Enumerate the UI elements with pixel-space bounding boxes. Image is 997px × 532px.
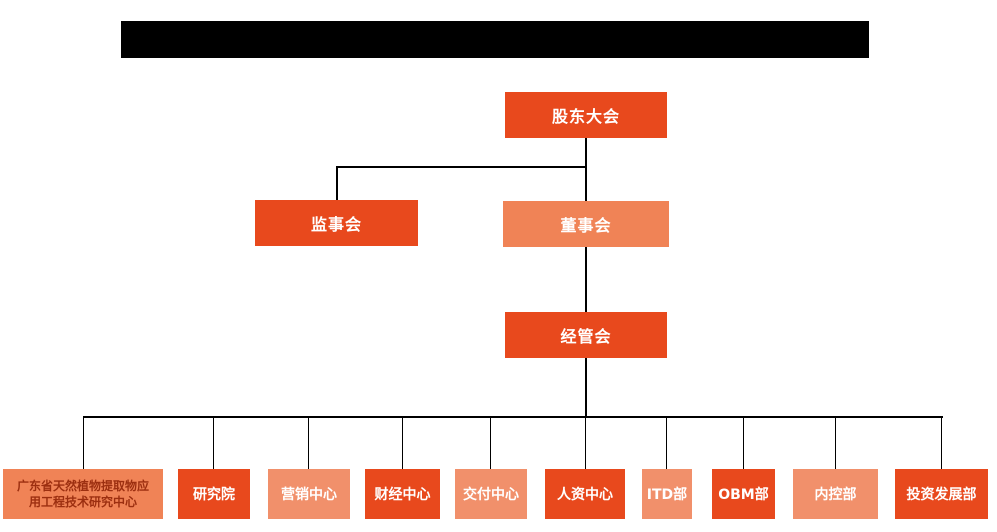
org-box-label: 研究院 bbox=[193, 487, 235, 503]
org-box-label: 股东大会 bbox=[551, 107, 620, 126]
connector-drop-research-center bbox=[83, 418, 84, 469]
redacted-title-bar bbox=[121, 21, 869, 58]
org-box-dept-internal-control: 内控部 bbox=[793, 469, 878, 519]
org-box-label: 投资发展部 bbox=[906, 487, 977, 503]
connector-branch-departments bbox=[83, 416, 943, 418]
connector-drop-supervisory bbox=[336, 166, 338, 200]
org-box-dept-itd: ITD部 bbox=[642, 469, 692, 519]
org-box-management-committee: 经管会 bbox=[505, 312, 667, 358]
org-box-label: 营销中心 bbox=[281, 487, 337, 503]
org-box-dept-research-institute: 研究院 bbox=[178, 469, 250, 519]
org-box-dept-investment-development: 投资发展部 bbox=[895, 469, 988, 519]
org-box-label: 监事会 bbox=[310, 215, 362, 234]
connector-drop-delivery-center bbox=[490, 418, 491, 469]
org-box-label: OBM部 bbox=[718, 487, 769, 503]
org-box-dept-delivery-center: 交付中心 bbox=[455, 469, 527, 519]
org-box-shareholders-meeting: 股东大会 bbox=[505, 92, 667, 138]
org-box-label: ITD部 bbox=[646, 487, 688, 503]
org-box-label: 内控部 bbox=[814, 487, 857, 503]
org-box-dept-finance-center: 财经中心 bbox=[365, 469, 440, 519]
org-box-dept-marketing-center: 营销中心 bbox=[268, 469, 350, 519]
connector-drop-internal-control bbox=[835, 418, 836, 469]
org-box-label: 人资中心 bbox=[557, 487, 613, 503]
connector-drop-research-institute bbox=[213, 418, 214, 469]
org-box-label: 经管会 bbox=[560, 327, 612, 346]
org-box-label: 广东省天然植物提取物应 用工程技术研究中心 bbox=[16, 478, 149, 509]
connector-drop-finance-center bbox=[402, 418, 403, 469]
org-box-supervisory-board: 监事会 bbox=[255, 200, 418, 246]
org-box-label: 交付中心 bbox=[463, 487, 519, 503]
connector-drop-hr-center bbox=[585, 418, 586, 469]
connector-drop-investment-development bbox=[941, 418, 942, 469]
org-box-dept-hr-center: 人资中心 bbox=[545, 469, 625, 519]
connector-board-to-management bbox=[585, 247, 587, 312]
org-box-dept-obm: OBM部 bbox=[712, 469, 775, 519]
org-box-label: 财经中心 bbox=[374, 487, 431, 503]
connector-management-to-branch bbox=[585, 358, 587, 418]
connector-drop-marketing-center bbox=[308, 418, 309, 469]
connector-branch-level2 bbox=[336, 166, 587, 168]
connector-drop-obm bbox=[743, 418, 744, 469]
org-box-dept-research-center: 广东省天然植物提取物应 用工程技术研究中心 bbox=[3, 469, 163, 519]
connector-drop-itd bbox=[666, 418, 667, 469]
org-box-label: 董事会 bbox=[560, 216, 612, 235]
org-box-board-of-directors: 董事会 bbox=[503, 201, 669, 247]
connector-shareholders-to-board bbox=[585, 138, 587, 201]
